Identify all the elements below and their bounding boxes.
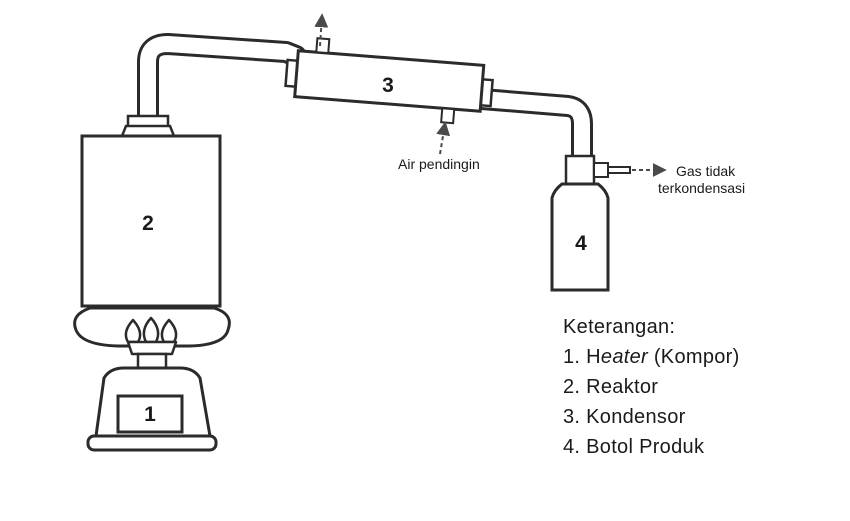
bottle-number: 4 xyxy=(575,232,587,255)
coolant-in-arrow xyxy=(436,121,451,155)
heater-number: 1 xyxy=(144,403,156,426)
legend-item-reactor: 2. Reaktor xyxy=(563,376,659,398)
legend-item-bottle: 4. Botol Produk xyxy=(563,436,705,458)
outlet-pipe xyxy=(471,88,593,169)
heater-stove xyxy=(86,352,218,452)
inlet-pipe xyxy=(137,33,307,131)
legend-item-condenser: 3. Kondensor xyxy=(563,406,686,428)
legend-title: Keterangan: xyxy=(563,316,676,338)
flame-icon xyxy=(124,316,178,356)
reactor-collar xyxy=(120,114,176,138)
legend-item-heater-prefix: 1. H xyxy=(563,346,601,368)
reactor-number: 2 xyxy=(142,212,154,235)
reactor-body xyxy=(80,134,222,308)
coolant-out-arrow xyxy=(314,13,329,47)
product-bottle xyxy=(550,154,631,292)
condenser-number: 3 xyxy=(382,74,394,97)
gas-label-line2: terkondensasi xyxy=(658,180,745,196)
legend-item-heater: 1. Heater (Kompor) xyxy=(563,342,740,372)
condenser xyxy=(284,37,494,125)
legend-item-heater-suffix: (Kompor) xyxy=(647,346,740,368)
legend: Keterangan: 1. Heater (Kompor) 2. Reakto… xyxy=(563,312,740,462)
cooling-water-label: Air pendingin xyxy=(398,156,480,172)
legend-item-heater-italic: eater xyxy=(600,346,648,368)
gas-label-line1: Gas tidak xyxy=(676,163,736,179)
